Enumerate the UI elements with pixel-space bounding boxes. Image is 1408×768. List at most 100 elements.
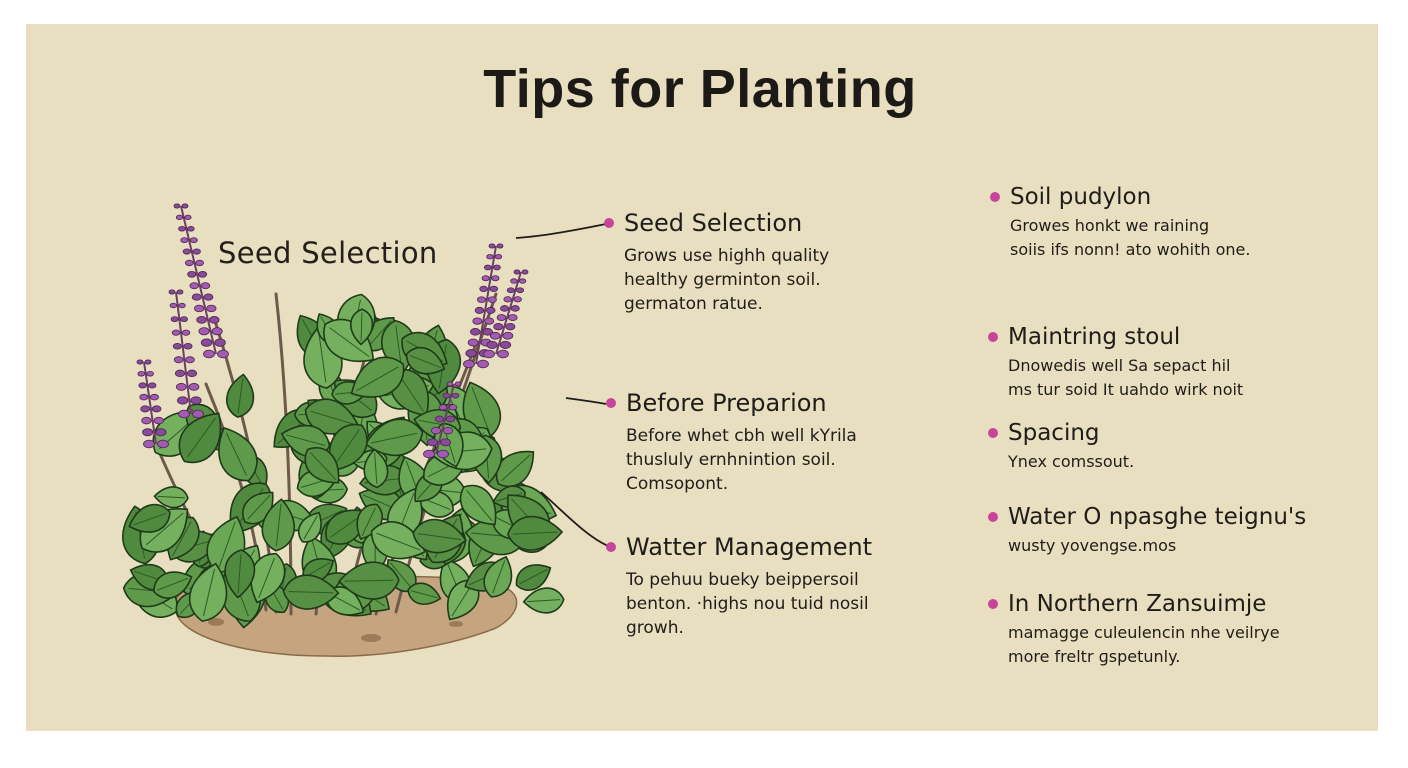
tip-heading: Maintring stoul: [1008, 324, 1181, 350]
tip-watter-management: Watter Management To pehuu bueky beipper…: [606, 532, 872, 640]
tip-heading: Before Preparion: [626, 389, 827, 417]
flower-bud: [190, 396, 202, 405]
basil-leaf: [370, 521, 426, 560]
flower-bud: [144, 359, 152, 365]
flower-bud: [153, 416, 164, 425]
flower-bud: [467, 338, 479, 347]
bullet-dot-icon: [988, 332, 998, 342]
tip-heading: Watter Management: [626, 533, 873, 561]
flower-bud: [140, 405, 150, 413]
flower-bud: [486, 254, 494, 260]
flower-bud: [185, 356, 195, 364]
flower-bud: [189, 282, 199, 290]
tip-text-line: Dnowedis well Sa sepact hil: [1008, 356, 1231, 375]
basil-leaf: [350, 356, 405, 398]
basil-leaf: [338, 561, 400, 600]
bullet-dot-icon: [990, 192, 1000, 202]
flower-bud: [493, 322, 504, 331]
basil-leaf: [407, 582, 442, 605]
flower-bud: [423, 449, 435, 459]
basil-leaf: [446, 579, 480, 621]
flower-bud: [180, 316, 188, 323]
tip-heading: In Northern Zansuimje: [1008, 591, 1267, 617]
flower-bud: [192, 248, 201, 255]
flower-bud: [477, 296, 487, 303]
tip-seed-selection: Seed Selection Grows use highh quality h…: [604, 208, 829, 316]
flower-bud: [176, 289, 184, 295]
basil-leaf: [224, 549, 256, 599]
flower-bud: [146, 370, 154, 377]
flower-bud: [507, 314, 518, 322]
tip-text-line: To pehuu bueky beippersoil: [626, 570, 859, 590]
bullet-dot-icon: [606, 542, 616, 552]
basil-leaf: [483, 555, 513, 598]
tip-text-line: Growes honkt we raining: [1010, 216, 1210, 235]
soil-clump: [208, 618, 224, 626]
flower-bud: [168, 289, 176, 295]
flower-bud: [496, 314, 507, 322]
flower-spike-stem: [143, 361, 157, 445]
flower-bud: [180, 237, 189, 244]
flower-bud: [189, 237, 198, 244]
basil-leaf: [515, 564, 552, 591]
tip-text-line: healthy germinton soil.: [624, 270, 821, 290]
flower-bud: [178, 409, 190, 419]
flower-bud: [484, 317, 495, 325]
flower-bud: [493, 264, 501, 271]
tip-in-northern-zansuimje: In Northern Zansuimje mamagge culeulenci…: [988, 589, 1280, 669]
flower-bud: [178, 225, 186, 232]
flower-bud: [173, 356, 184, 364]
flower-bud: [217, 349, 229, 359]
flower-bud: [497, 349, 509, 359]
basil-leaf: [298, 511, 322, 543]
basil-leaf: [459, 484, 497, 526]
flower-bud: [181, 203, 189, 209]
flower-bud: [500, 305, 510, 312]
flower-bud: [143, 439, 155, 449]
tip-heading: Water O npasghe teignu's: [1008, 504, 1307, 530]
flower-bud: [187, 225, 195, 232]
flower-spike-stem: [475, 245, 497, 365]
flower-bud: [510, 278, 518, 284]
tip-heading: Seed Selection: [624, 209, 803, 237]
flower-bud: [438, 404, 448, 411]
flower-bud: [442, 392, 451, 399]
basil-leaf: [218, 426, 258, 482]
flower-bud: [203, 349, 215, 359]
flower-bud: [178, 302, 186, 309]
tip-text-line: Comsopont.: [626, 474, 729, 494]
flower-bud: [502, 331, 514, 340]
soil-clump: [361, 634, 381, 642]
flower-bud: [206, 304, 217, 313]
flower-bud: [434, 415, 445, 423]
flower-bud: [149, 393, 159, 401]
flower-bud: [195, 259, 204, 267]
tip-text-line: more freltr ɡspetunly.: [1008, 647, 1181, 666]
flower-bud: [137, 370, 146, 377]
tip-soil-pudylon: Soil pudylon Growes honkt we raining soi…: [990, 182, 1250, 262]
tip-water-o-npasghe: Water O npasghe teignu's wusty yovengse.…: [988, 502, 1306, 558]
bullet-dot-icon: [988, 428, 998, 438]
basil-leaf: [153, 571, 193, 599]
infographic-panel: Tips for Planting Seed Selection Seed Se…: [26, 24, 1378, 731]
flower-bud: [442, 426, 454, 435]
connector-line: [565, 397, 607, 405]
bullet-dot-icon: [988, 599, 998, 609]
flower-bud: [175, 383, 187, 391]
flower-bud: [448, 404, 458, 411]
basil-leaf: [261, 498, 296, 552]
basil-leaf: [282, 574, 340, 610]
flower-bud: [142, 428, 154, 437]
flower-bud: [155, 428, 167, 437]
flower-bud: [465, 349, 477, 358]
flower-bud: [477, 359, 489, 369]
flower-bud: [503, 296, 512, 303]
flower-bud: [211, 327, 223, 336]
basil-leaf: [250, 552, 286, 604]
flower-bud: [470, 328, 481, 336]
flower-spike-stem: [180, 205, 217, 355]
tip-spacing: Spacing Ynex comssout.: [988, 418, 1134, 474]
basil-leaf: [128, 503, 171, 533]
flower-bud: [494, 254, 503, 260]
basil-leaf: [178, 412, 222, 464]
